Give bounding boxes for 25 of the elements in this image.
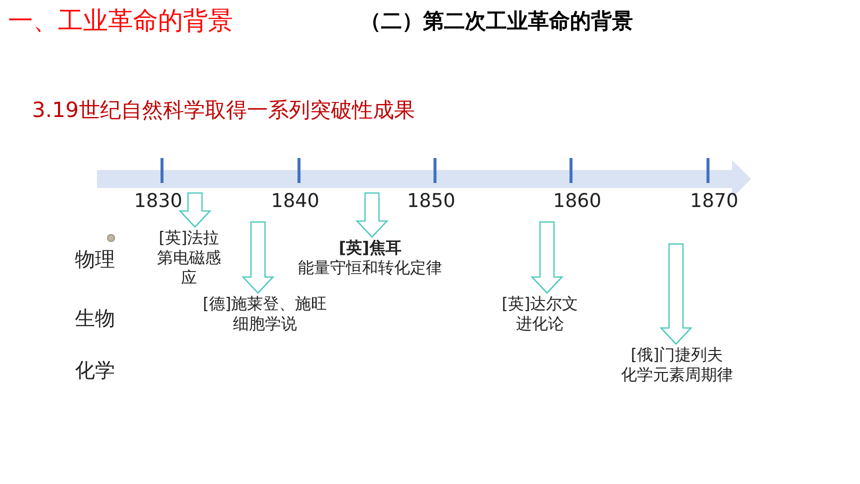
- discovery-text: 化学元素周期律: [621, 365, 733, 385]
- section-heading: 一、工业革命的背景: [8, 5, 233, 37]
- down-arrow: [242, 221, 274, 294]
- scientist-name: [德]施莱登、施旺: [202, 294, 328, 314]
- down-arrow: [660, 243, 692, 345]
- discovery-text: 进化论: [516, 314, 564, 334]
- slide-title: （二）第二次工业革命的背景: [360, 8, 633, 35]
- scientist-name: [英]焦耳: [338, 238, 402, 258]
- category-label: 生物: [75, 305, 115, 332]
- scientist-name: [英]达尔文: [502, 294, 578, 314]
- category-label: 化学: [75, 357, 115, 384]
- year-label: 1840: [271, 190, 320, 212]
- down-arrow: [530, 221, 564, 294]
- year-label: 1850: [407, 190, 456, 212]
- subheading: 3.19世纪自然科学取得一系列突破性成果: [32, 97, 415, 124]
- year-label: 1860: [553, 190, 602, 212]
- down-arrow: [356, 192, 388, 238]
- down-arrow: [178, 192, 212, 228]
- scientist-name: [英]法拉第电磁感应: [156, 228, 222, 288]
- discovery-text: 细胞学说: [233, 314, 297, 334]
- year-label: 1830: [134, 190, 182, 212]
- category-label: 物理: [75, 246, 115, 273]
- year-label: 1870: [690, 190, 738, 212]
- scientist-name: [俄]门捷列夫: [630, 345, 724, 365]
- discovery-text: 能量守恒和转化定律: [298, 258, 442, 278]
